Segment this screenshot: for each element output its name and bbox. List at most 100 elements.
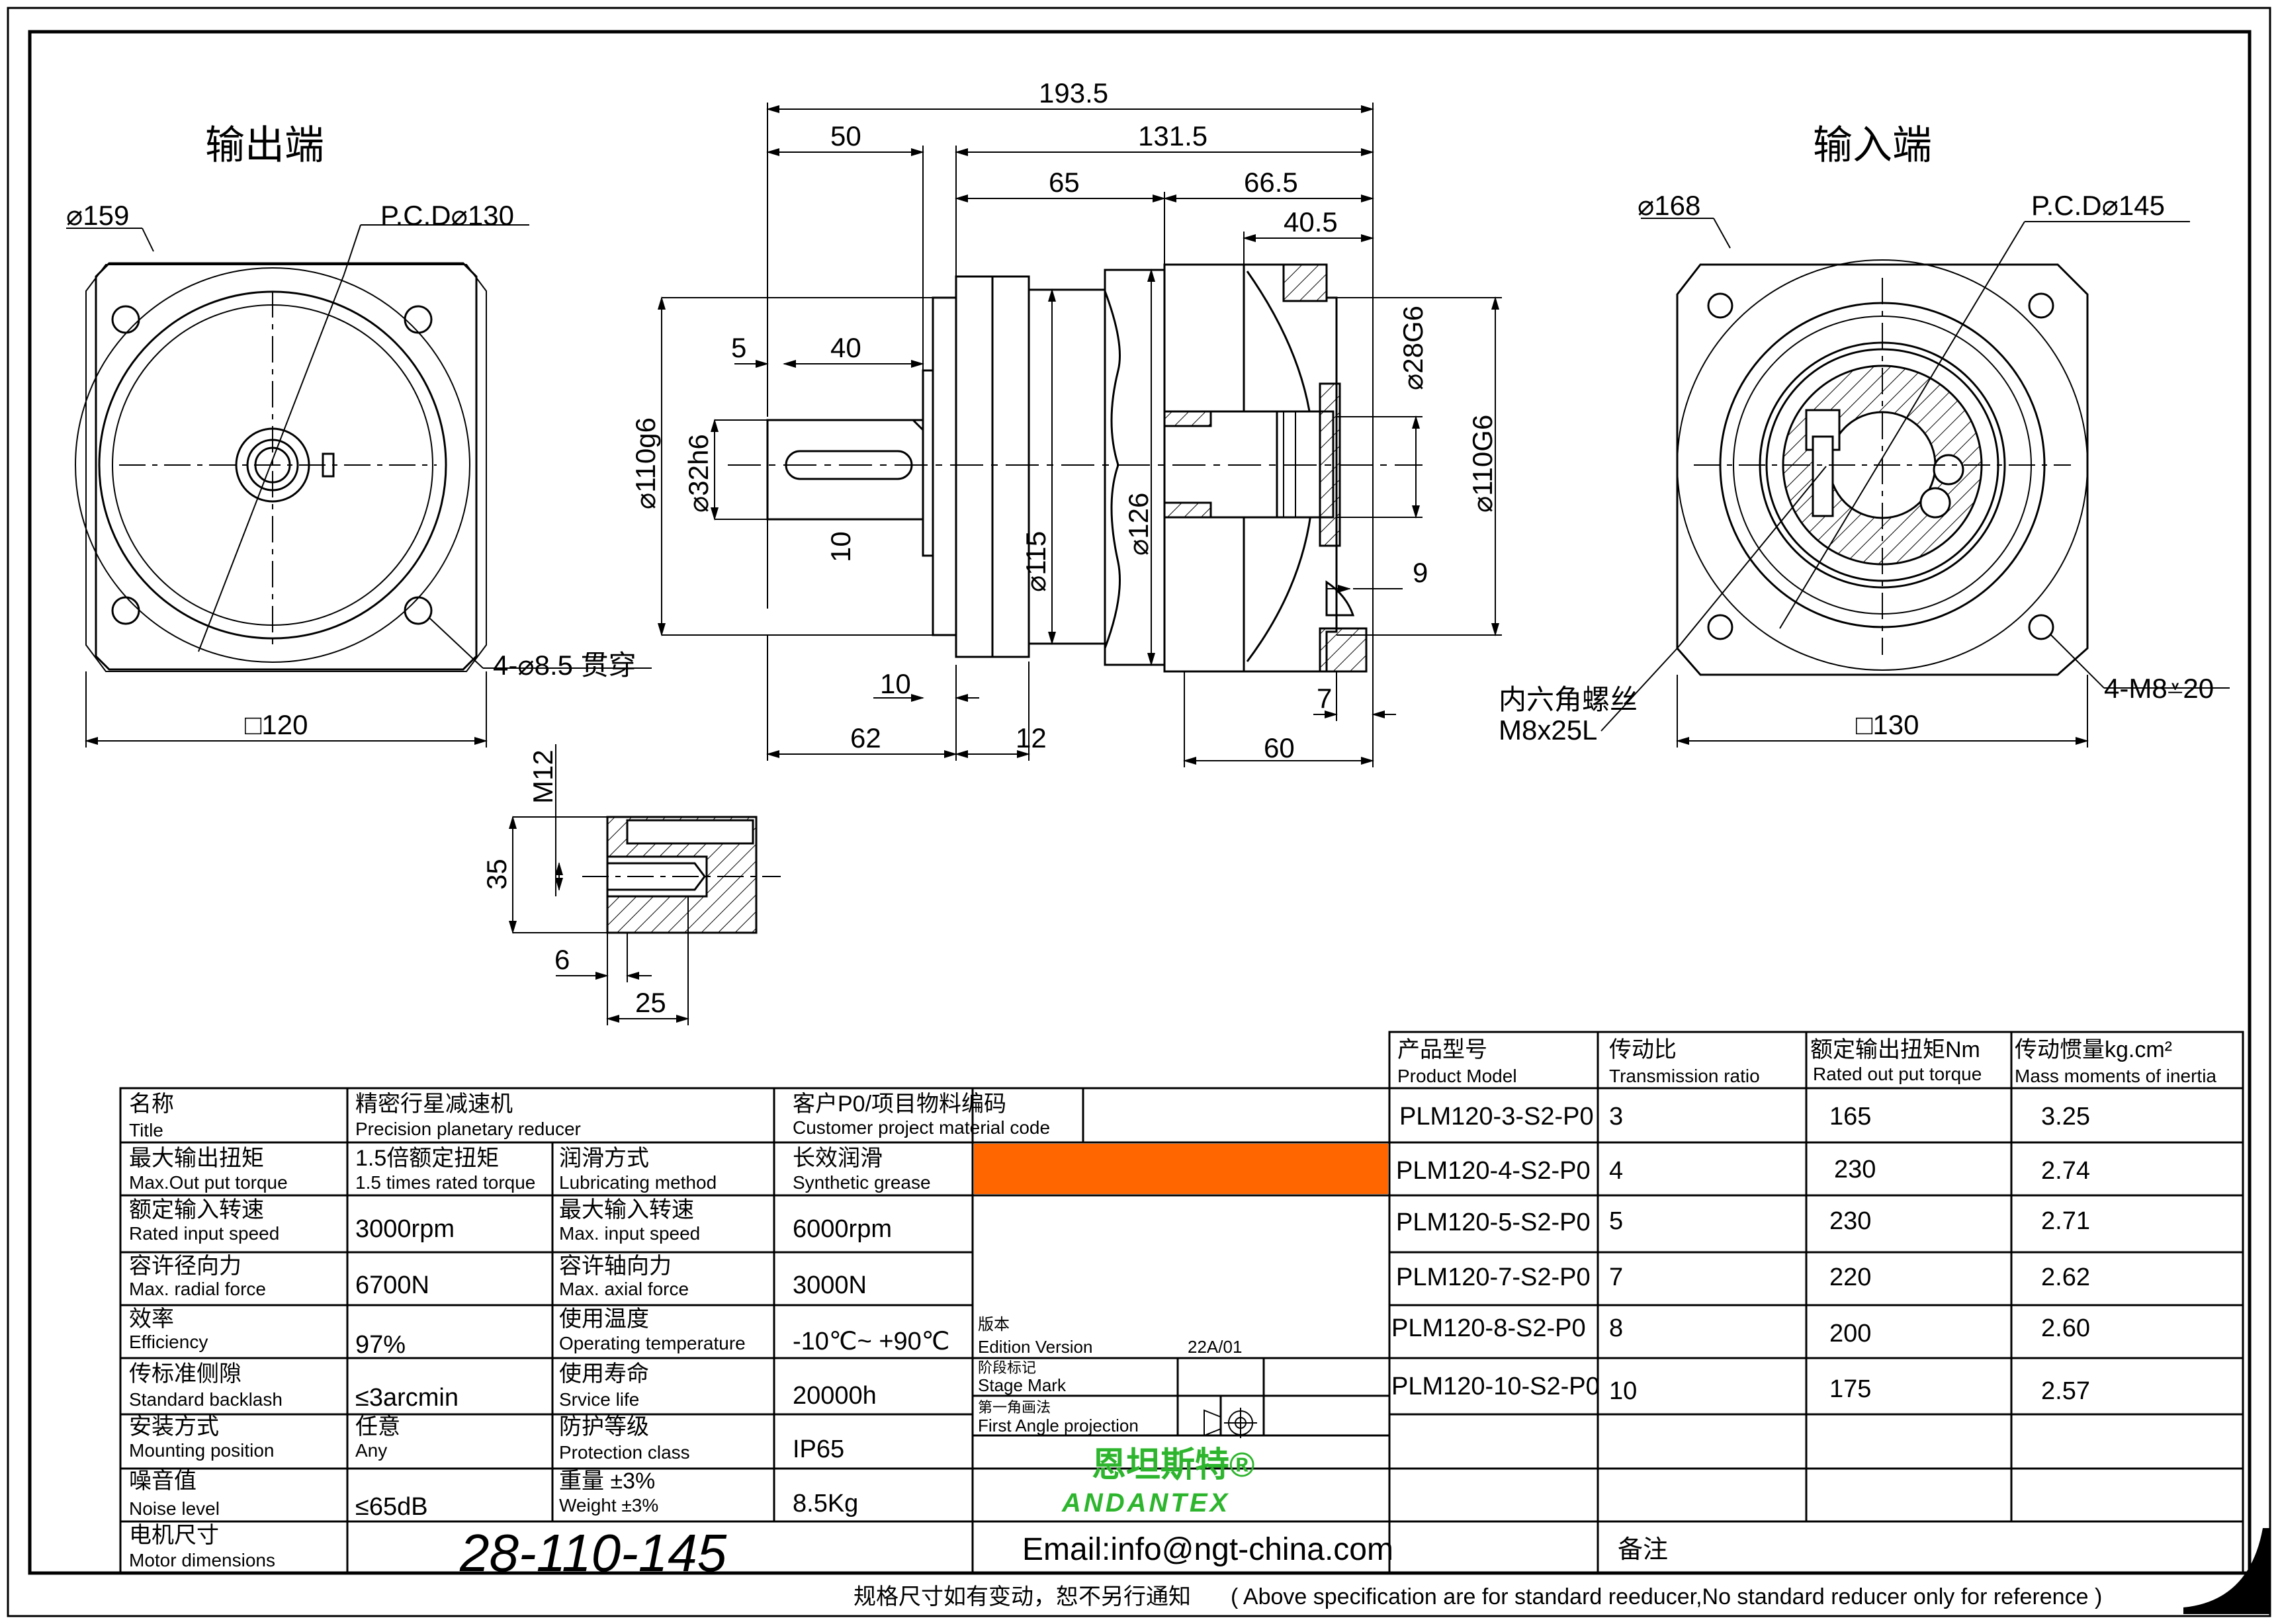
dim-label: 10 bbox=[825, 531, 856, 562]
dim-label: ⌀110g6 bbox=[630, 417, 661, 509]
label-cn: 重量 ±3% bbox=[559, 1469, 655, 1494]
label-cn: 使用温度 bbox=[559, 1306, 649, 1332]
value: ≤3arcmin bbox=[355, 1384, 459, 1412]
label-en: Protection class bbox=[559, 1442, 690, 1463]
value-cn: 任意 bbox=[355, 1414, 400, 1439]
brand-logo-cn: 恩坦斯特® bbox=[1092, 1446, 1254, 1484]
model-table: 产品型号 Product Model 传动比 Transmission rati… bbox=[1391, 1037, 2216, 1405]
value-en: 1.5 times rated torque bbox=[355, 1172, 535, 1193]
table-cell: 7 bbox=[1609, 1263, 1623, 1291]
value: 6000rpm bbox=[793, 1215, 892, 1243]
dim-label: 50 bbox=[830, 120, 861, 151]
value-cn: 精密行星减速机 bbox=[355, 1091, 513, 1117]
table-cell: PLM120-7-S2-P0 bbox=[1396, 1263, 1591, 1291]
label-en: Stage Mark bbox=[978, 1375, 1067, 1395]
first-angle-projection-icon bbox=[1204, 1408, 1257, 1438]
table-cell: 8 bbox=[1609, 1314, 1623, 1342]
contact-email: Email:info@ngt-china.com bbox=[1022, 1532, 1393, 1567]
dim-label: 66.5 bbox=[1244, 167, 1298, 198]
side-section-view bbox=[728, 263, 1423, 673]
table-cell: 4 bbox=[1609, 1157, 1623, 1185]
dim-label: 12 bbox=[1016, 722, 1047, 753]
table-cell: 175 bbox=[1829, 1375, 1871, 1403]
label-cn: 效率 bbox=[129, 1306, 174, 1332]
table-cell: 230 bbox=[1829, 1207, 1871, 1235]
table-cell: 2.74 bbox=[2041, 1157, 2090, 1185]
table-cell: 2.62 bbox=[2041, 1263, 2090, 1291]
table-cell: 2.71 bbox=[2041, 1207, 2090, 1235]
remark-label: 备注 bbox=[1618, 1536, 1668, 1564]
table-cell: PLM120-3-S2-P0 bbox=[1399, 1103, 1594, 1131]
label-en: Title bbox=[129, 1120, 163, 1140]
value-en: Any bbox=[355, 1440, 387, 1461]
dim-label: 62 bbox=[850, 722, 881, 753]
label-en: Max. axial force bbox=[559, 1279, 689, 1299]
dim-label: 5 bbox=[731, 332, 746, 363]
label-cn: 最大输出扭矩 bbox=[129, 1146, 264, 1171]
footer-note-cn: 规格尺寸如有变动，恕不另行通知 bbox=[854, 1584, 1191, 1609]
dim-label: 25 bbox=[635, 987, 666, 1018]
input-end-title: 输入端 bbox=[1813, 123, 1932, 167]
dim-label: □120 bbox=[245, 709, 308, 740]
dim-label: 4-⌀8.5 贯穿 bbox=[493, 650, 636, 681]
dim-label: M12 bbox=[527, 749, 558, 804]
input-end-view bbox=[1600, 218, 2230, 748]
dim-label: 35 bbox=[481, 859, 512, 890]
dim-label: 10 bbox=[880, 668, 911, 699]
label-en: Customer project material code bbox=[793, 1117, 1050, 1138]
table-cell: 3.25 bbox=[2041, 1103, 2090, 1131]
label-cn: 第一角画法 bbox=[978, 1399, 1051, 1416]
value-en: Precision planetary reducer bbox=[355, 1119, 581, 1139]
label-en: Max. radial force bbox=[129, 1279, 266, 1299]
label-cn: 额定输入转速 bbox=[129, 1197, 264, 1222]
dim-label: P.C.D⌀145 bbox=[2031, 190, 2165, 221]
value: 20000h bbox=[793, 1382, 877, 1410]
label-en: First Angle projection bbox=[978, 1416, 1139, 1435]
label-en: Rated input speed bbox=[129, 1223, 279, 1244]
table-cell: 220 bbox=[1829, 1263, 1871, 1291]
label-en: Standard backlash bbox=[129, 1389, 283, 1410]
value-cn: 长效润滑 bbox=[793, 1146, 883, 1171]
value-en: Synthetic grease bbox=[793, 1172, 931, 1193]
header-cn: 传动比 bbox=[1609, 1037, 1677, 1062]
dim-label: ⌀115 bbox=[1020, 531, 1051, 592]
accent-block bbox=[974, 1144, 1388, 1194]
dim-label: 131.5 bbox=[1138, 120, 1207, 151]
table-cell: PLM120-8-S2-P0 bbox=[1391, 1314, 1586, 1342]
value: 3000rpm bbox=[355, 1215, 455, 1243]
header-cn: 传动惯量kg.cm² bbox=[2015, 1037, 2172, 1062]
sheet-corner-mark bbox=[2183, 1528, 2269, 1614]
table-cell: PLM120-4-S2-P0 bbox=[1396, 1157, 1591, 1185]
label-en: Edition Version bbox=[978, 1337, 1092, 1357]
dim-label: 40.5 bbox=[1284, 206, 1338, 237]
side-dimension-lines bbox=[658, 103, 1502, 767]
value: 3000N bbox=[793, 1271, 867, 1299]
label-en: Operating temperature bbox=[559, 1333, 746, 1353]
table-cell: 2.57 bbox=[2041, 1377, 2090, 1405]
dim-label: P.C.D⌀130 bbox=[380, 200, 514, 231]
dim-label: 65 bbox=[1049, 167, 1080, 198]
header-en: Rated out put torque bbox=[1813, 1064, 1982, 1084]
shaft-end-detail bbox=[509, 744, 781, 1025]
label-cn: 电机尺寸 bbox=[129, 1523, 219, 1548]
label-cn: 名称 bbox=[129, 1091, 174, 1117]
header-en: Product Model bbox=[1397, 1066, 1517, 1086]
dim-label: 内六角螺丝 bbox=[1499, 684, 1638, 715]
table-cell: PLM120-10-S2-P0 bbox=[1391, 1373, 1600, 1400]
header-en: Transmission ratio bbox=[1609, 1066, 1760, 1086]
dim-label: 7 bbox=[1317, 683, 1332, 714]
table-cell: 5 bbox=[1609, 1207, 1623, 1235]
edition-value: 22A/01 bbox=[1188, 1337, 1242, 1357]
header-en: Mass moments of inertia bbox=[2015, 1066, 2216, 1086]
label-cn: 噪音值 bbox=[129, 1469, 197, 1494]
dim-label: ⌀159 bbox=[66, 200, 129, 231]
label-cn: 防护等级 bbox=[559, 1414, 649, 1439]
view-titles: 输出端 输入端 bbox=[205, 123, 1932, 167]
label-en: Lubricating method bbox=[559, 1172, 717, 1193]
table-cell: 200 bbox=[1829, 1320, 1871, 1347]
table-cell: 3 bbox=[1609, 1103, 1623, 1131]
dim-label: 4-M8⩡20 bbox=[2104, 673, 2214, 704]
value-cn: 1.5倍额定扭矩 bbox=[355, 1146, 499, 1171]
dimension-labels: ⌀159 P.C.D⌀130 4-⌀8.5 贯穿 □120 ⌀168 P.C.D… bbox=[66, 77, 2214, 1018]
